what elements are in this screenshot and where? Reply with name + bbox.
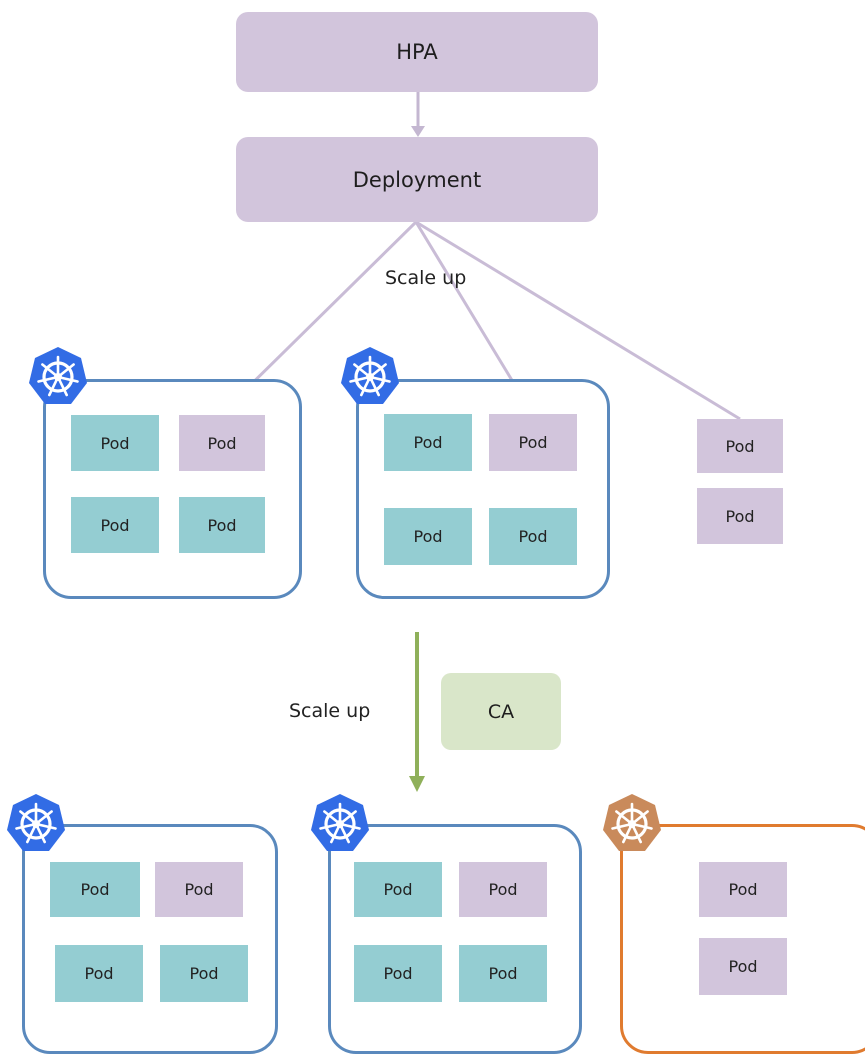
- kubernetes-logo-icon: [311, 794, 369, 851]
- ca-box: CA: [441, 673, 561, 750]
- scale-up-label-top: Scale up: [385, 267, 467, 289]
- ca-scale-arrowhead: [409, 776, 425, 792]
- node-2: [356, 379, 610, 599]
- pod: Pod: [50, 862, 140, 917]
- pod: Pod: [699, 862, 787, 917]
- deploy-to-pod-3: [415, 220, 741, 421]
- pod: Pod: [160, 945, 248, 1002]
- pending-pod: Pod: [697, 488, 783, 544]
- pod: Pod: [489, 414, 577, 471]
- hpa-label: HPA: [396, 40, 438, 64]
- pod: Pod: [699, 938, 787, 995]
- pod: Pod: [179, 415, 265, 471]
- kubernetes-logo-icon: [341, 347, 399, 404]
- pod: Pod: [489, 508, 577, 565]
- hpa-to-deployment-arrowhead: [411, 126, 425, 137]
- kubernetes-logo-icon: [7, 794, 65, 851]
- pod: Pod: [55, 945, 143, 1002]
- pod: Pod: [354, 945, 442, 1002]
- node-4: [328, 824, 582, 1054]
- pod: Pod: [384, 508, 472, 565]
- deployment-box: Deployment: [236, 137, 598, 222]
- pending-pod: Pod: [697, 419, 783, 473]
- pod: Pod: [384, 414, 472, 471]
- pod: Pod: [71, 415, 159, 471]
- pod: Pod: [71, 497, 159, 553]
- node-1: [43, 379, 302, 599]
- deployment-label: Deployment: [352, 167, 482, 192]
- ca-label: CA: [487, 700, 515, 723]
- pod: Pod: [459, 945, 547, 1002]
- hpa-box: HPA: [236, 12, 598, 92]
- scale-up-label-middle: Scale up: [289, 700, 371, 722]
- pod: Pod: [179, 497, 265, 553]
- node-3: [22, 824, 278, 1054]
- pod: Pod: [354, 862, 442, 917]
- kubernetes-logo-icon: [29, 347, 87, 404]
- kubernetes-logo-icon-new-node: [603, 794, 661, 851]
- pod: Pod: [459, 862, 547, 917]
- pod: Pod: [155, 862, 243, 917]
- deploy-to-pod-2: [414, 221, 532, 411]
